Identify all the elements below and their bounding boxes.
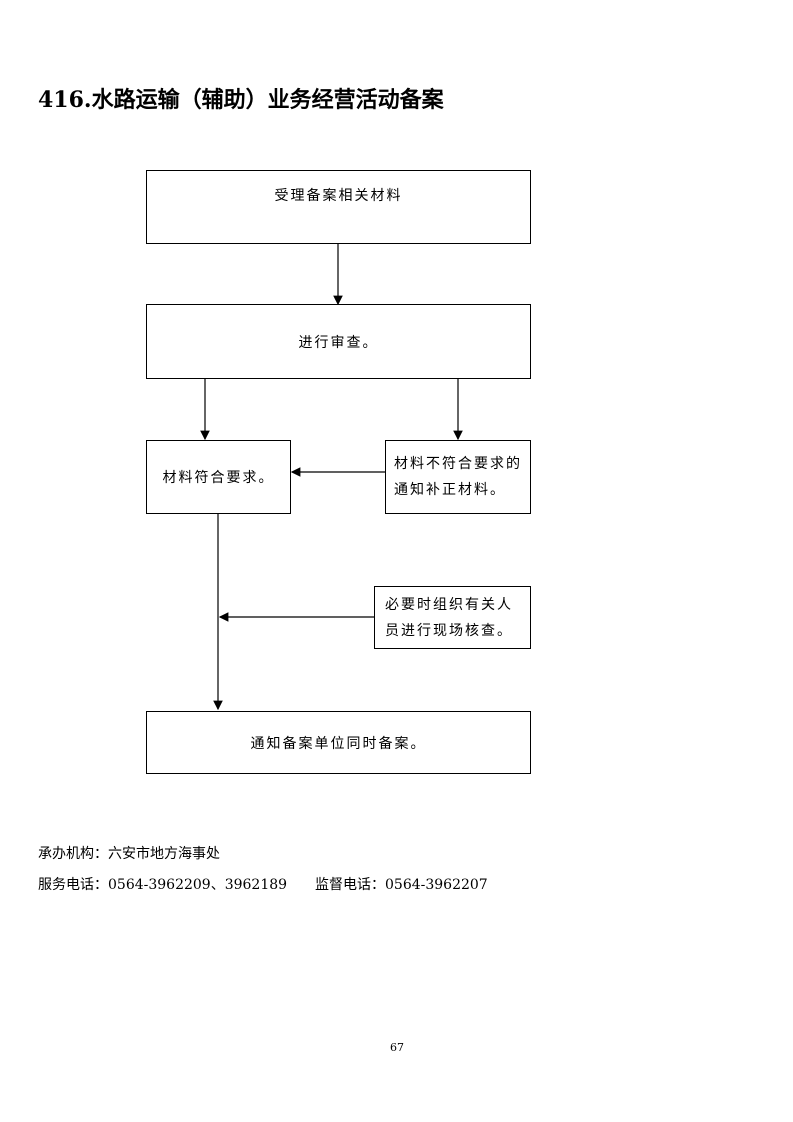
step-label: 受理备案相关材料 [274,188,403,204]
flow-step-materials-not-ok: 材料不符合要求的通知补正材料。 [385,440,531,514]
flow-step-review: 进行审查。 [146,304,531,379]
flow-step-notify: 通知备案单位同时备案。 [146,711,531,774]
step-label: 必要时组织有关人员进行现场核查。 [385,596,513,639]
step-label: 进行审查。 [298,334,379,351]
flow-step-inspection: 必要时组织有关人员进行现场核查。 [374,586,531,649]
flow-step-receive: 受理备案相关材料 [146,170,531,244]
step-label: 材料符合要求。 [162,470,275,486]
step-label: 材料不符合要求的通知补正材料。 [394,456,522,498]
step-label: 通知备案单位同时备案。 [250,735,427,752]
supervise-phone: 监督电话：0564-3962207 [315,877,488,893]
flow-step-materials-ok: 材料符合要求。 [146,440,291,514]
service-phone: 服务电话：0564-3962209、3962189 [38,877,288,893]
handling-org: 承办机构：六安市地方海事处 [38,846,220,862]
page-title: 416.水路运输（辅助）业务经营活动备案 [38,87,444,113]
page-number: 67 [390,1041,404,1054]
